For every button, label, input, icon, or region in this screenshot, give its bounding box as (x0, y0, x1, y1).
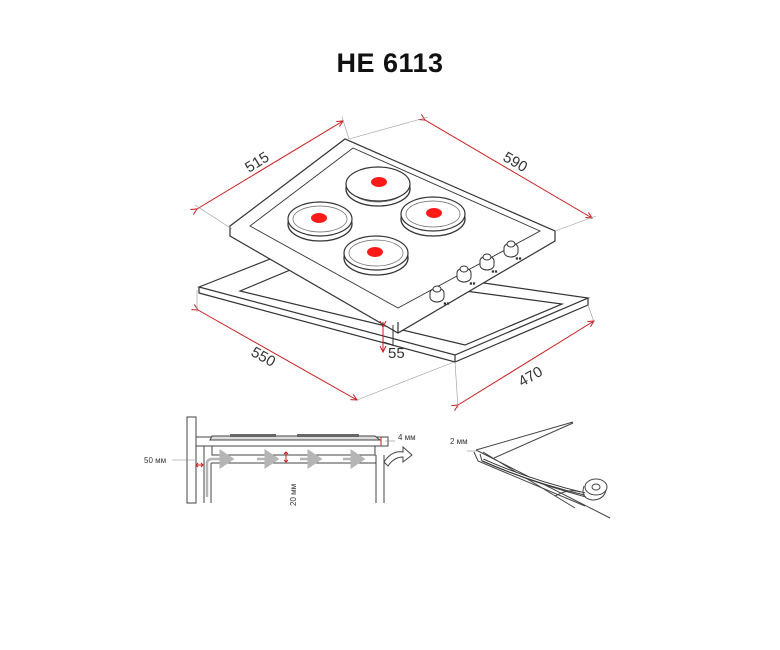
dim-label-515: 515 (242, 149, 272, 177)
install-section: 50 мм 20 мм 4 мм (144, 416, 416, 506)
dimension-lines (195, 117, 597, 408)
seal-detail: 2 мм (450, 421, 611, 519)
dim-label-550: 550 (248, 344, 278, 371)
seal-label: 2 мм (450, 437, 468, 446)
burner-front (343, 235, 409, 276)
dim-label-590: 590 (500, 149, 530, 176)
burner-left (287, 201, 353, 242)
burner-rear (345, 166, 411, 207)
svg-text:▪ ▪: ▪ ▪ (470, 281, 475, 287)
svg-text:▪ ▪: ▪ ▪ (444, 301, 449, 307)
airflow-arrows (205, 449, 366, 497)
svg-text:▪ ▪: ▪ ▪ (516, 256, 521, 262)
dim-label-470: 470 (516, 363, 546, 390)
knob-4-icon: ▪ ▪ (503, 240, 522, 263)
svg-text:▪ ▪: ▪ ▪ (492, 269, 497, 275)
burner-right (400, 196, 466, 237)
knob-3-icon: ▪ ▪ (479, 253, 498, 276)
control-knobs: ▪ ▪ ▪ ▪ ▪ ▪ ▪ ▪ (429, 240, 522, 308)
airflow-exit-icon (383, 445, 413, 467)
dim-label-55: 55 (388, 345, 405, 362)
gap-front-label: 4 мм (398, 433, 416, 442)
burners (287, 166, 466, 276)
product-title: HE 6113 (336, 48, 444, 78)
gap-side-label: 50 мм (144, 456, 166, 465)
knob-1-icon: ▪ ▪ (429, 285, 450, 308)
knob-2-icon: ▪ ▪ (456, 265, 476, 288)
gap-bottom-label: 20 мм (289, 484, 298, 506)
